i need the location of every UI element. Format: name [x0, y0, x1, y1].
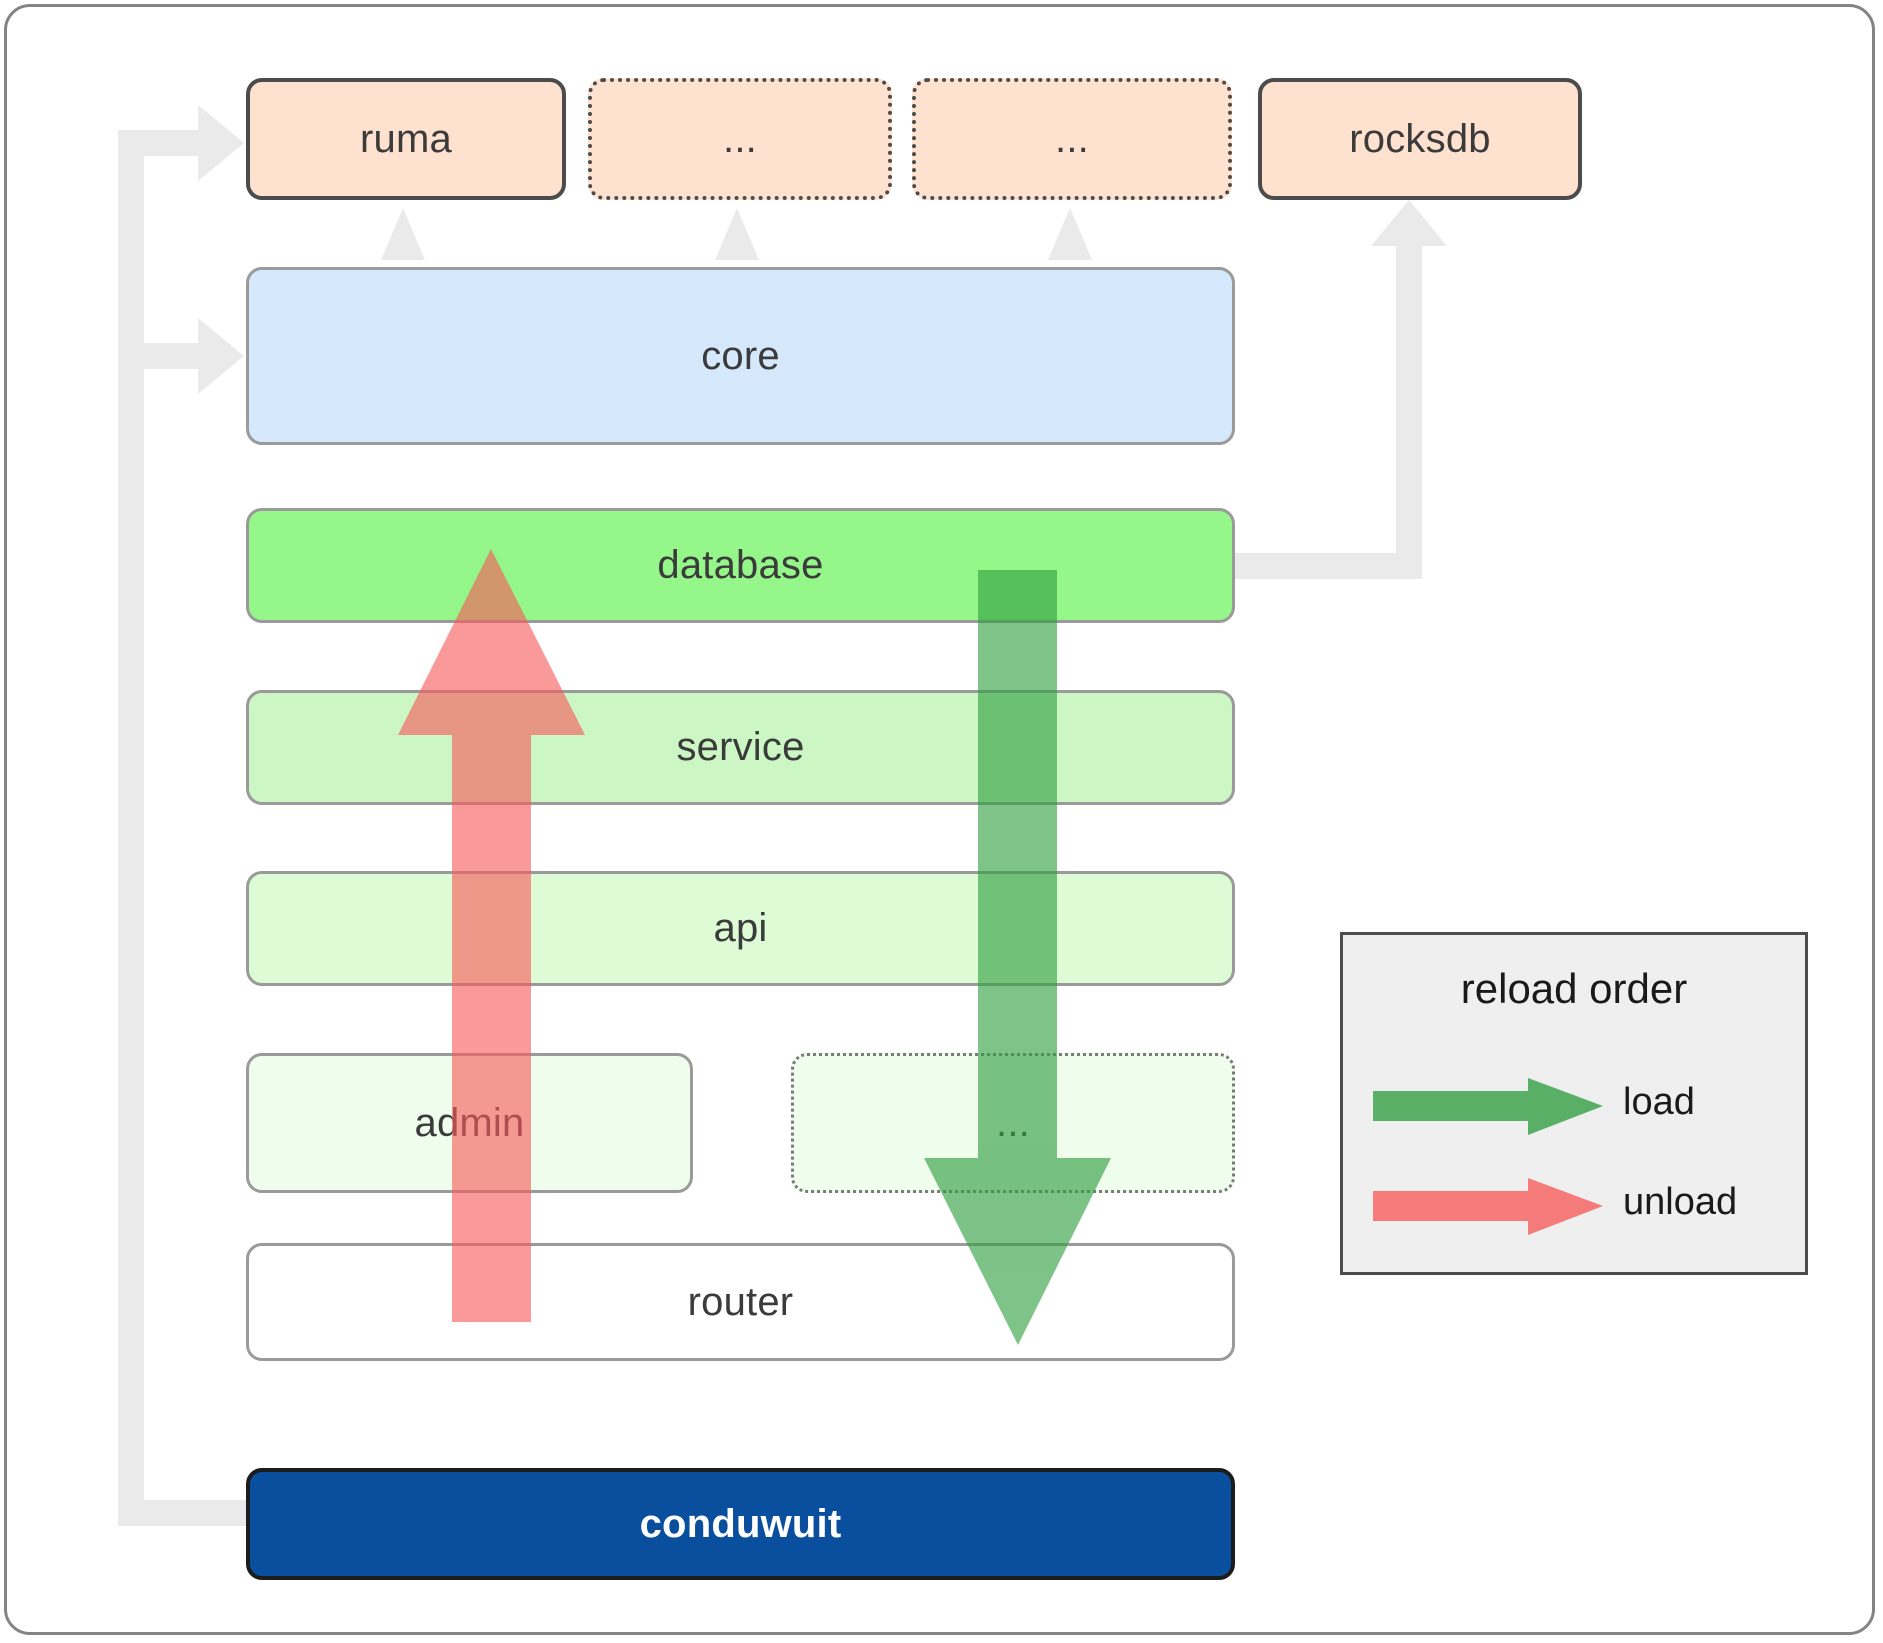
layer-box-database[interactable]: database [246, 508, 1235, 623]
diagram-frame [4, 4, 1875, 1635]
layer-label-database: database [657, 543, 824, 587]
layer-box-core[interactable]: core [246, 267, 1235, 445]
dependency-box-ruma[interactable]: ruma [246, 78, 566, 200]
layer-label-router: router [687, 1279, 794, 1324]
legend-row-load: load [1343, 1065, 1811, 1145]
legend-title: reload order [1460, 965, 1688, 1012]
layer-box-admin[interactable]: admin [246, 1053, 693, 1193]
legend-row-unload: unload [1343, 1165, 1811, 1245]
dependency-box-dots-1[interactable]: ... [588, 78, 892, 200]
connector-arrow-core-to-ruma [381, 208, 425, 260]
layer-box-api[interactable]: api [246, 871, 1235, 986]
layer-label-dots: ... [996, 1100, 1030, 1145]
binary-label-conduwuit: conduwuit [639, 1501, 842, 1546]
connector-arrowhead-ruma [198, 105, 244, 181]
dependency-label-dots-1: ... [723, 116, 757, 161]
layer-box-router[interactable]: router [246, 1243, 1235, 1361]
dependency-box-dots-2[interactable]: ... [912, 78, 1232, 200]
legend-unload-arrow-icon [1373, 1178, 1603, 1235]
dependency-label-dots-2: ... [1055, 116, 1089, 161]
connector-database-right [1232, 553, 1422, 579]
layer-label-admin: admin [414, 1100, 525, 1145]
connector-arrow-core-to-dots1 [715, 208, 759, 260]
legend-panel: reload order load unload [1340, 932, 1808, 1275]
layer-box-service[interactable]: service [246, 690, 1235, 805]
connector-arrowhead-core [198, 318, 244, 394]
legend-load-arrow-icon [1373, 1078, 1603, 1135]
layer-label-service: service [676, 725, 805, 769]
layer-label-api: api [713, 906, 768, 950]
binary-box-conduwuit[interactable]: conduwuit [246, 1468, 1235, 1580]
legend-label-unload: unload [1623, 1181, 1738, 1223]
legend-label-load: load [1623, 1081, 1695, 1123]
connector-arrowhead-rocksdb [1371, 200, 1447, 246]
connector-rocksdb-vertical [1396, 245, 1422, 579]
connector-branch-core [118, 343, 202, 369]
dependency-label-rocksdb: rocksdb [1349, 116, 1491, 161]
connector-arrow-core-to-dots2 [1048, 208, 1092, 260]
dependency-label-ruma: ruma [360, 116, 452, 161]
connector-trunk-vertical [118, 130, 144, 1526]
dependency-box-rocksdb[interactable]: rocksdb [1258, 78, 1582, 200]
connector-branch-ruma [118, 130, 202, 156]
layer-box-dots[interactable]: ... [791, 1053, 1235, 1193]
layer-label-core: core [701, 333, 780, 378]
